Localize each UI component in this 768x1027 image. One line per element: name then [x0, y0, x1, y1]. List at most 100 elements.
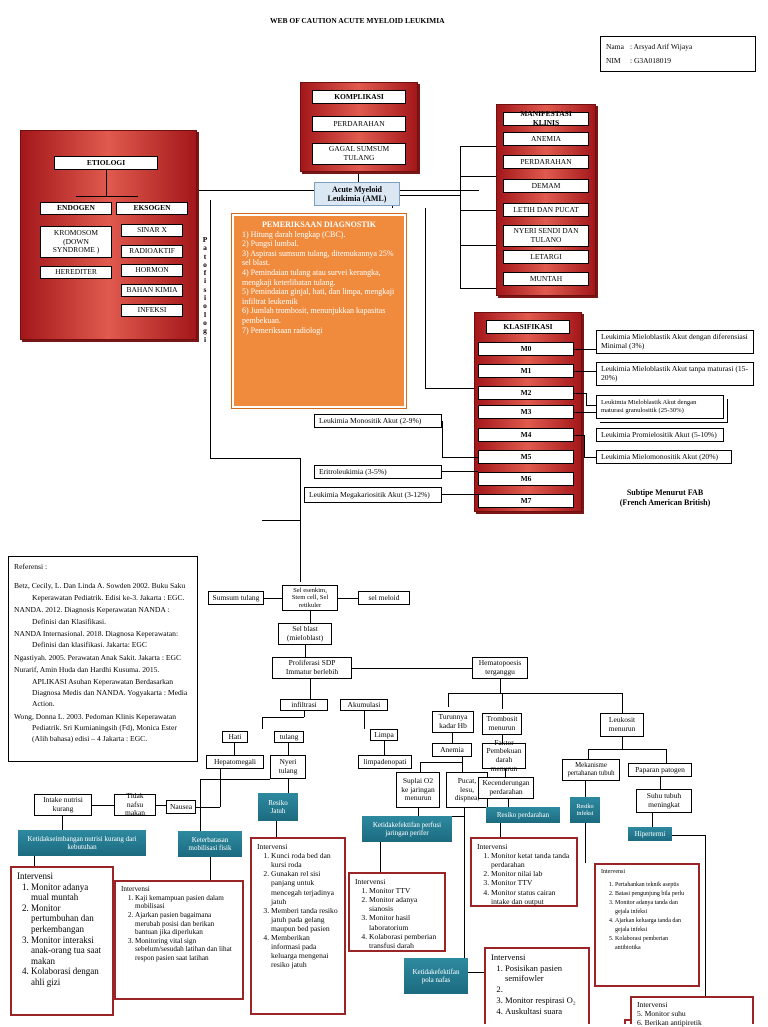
referensi-entry: Betz, Cecily, L. Dan Linda A. Sowden 200…	[14, 581, 186, 602]
hematopoesis-box: Hematopoesis terganggu	[472, 657, 528, 679]
pemeriksaan-item: 4) Pemindaian tulang atau survei kerangk…	[242, 267, 381, 287]
sumsum-tulang-box: Sumsum tulang	[208, 591, 264, 605]
pemeriksaan-diagnostik-box: PEMERIKSAAN DIAGNOSTIK 1) Hitung darah l…	[231, 213, 407, 409]
pemeriksaan-item: 5) Pemindaian ginjal, hati, dan limpa, m…	[242, 287, 395, 306]
komplikasi-item-gagal: GAGAL SUMSUM TULANG	[312, 143, 406, 165]
nausea-box: Nausea	[166, 800, 196, 814]
aml-center-box: Acute Myeloid Leukimia (AML)	[314, 182, 400, 206]
klasifikasi-m4: M4	[478, 428, 574, 442]
intervensi-perfusi: Intervensi Monitor TTV Monitor adanya si…	[348, 872, 446, 952]
tulang-box: tulang	[274, 731, 304, 743]
klasifikasi-m6-desc: Eritroleukimia (3-5%)	[314, 465, 442, 479]
proliferasi-box: Proliferasi SDP Immatur berlebih	[272, 657, 352, 679]
intervensi-perdarahan: Intervensi Monitor ketat tanda tanda per…	[470, 837, 578, 907]
subtipe-fab-label: Subtipe Menurut FAB(French American Brit…	[619, 488, 711, 507]
infiltrasi-box: infiltrasi	[280, 699, 328, 711]
intervensi-hipertermi-text: Intervensi 5. Monitor suhu 6. Berikan an…	[630, 996, 754, 1027]
name-value: : Arsyad Arif Wijaya	[630, 42, 693, 51]
intake-nutrisi-box: Intake nutrisi kurang	[34, 794, 92, 816]
klasifikasi-m3-desc: Leukimia Promielositik Akut (5-10%)	[596, 428, 724, 442]
diagnosis-hipertermi: Hipertermi	[628, 827, 672, 841]
trombosit-box: Trombosit menurun	[482, 713, 522, 735]
hepatomegali-box: Hepatomegali	[206, 755, 264, 769]
tidak-nafsu-box: Tidak nafsu makan	[114, 791, 156, 817]
nim-label: NIM	[606, 56, 621, 66]
pemeriksaan-header: PEMERIKSAAN DIAGNOSTIK	[261, 220, 376, 229]
referensi-entry: Ngastiyah. 2005. Perawatan Anak Sakit. J…	[14, 652, 182, 662]
diagnosis-perdarahan: Resiko perdarahan	[486, 807, 560, 823]
mekanisme-pertahanan-box: Mekanisme pertahanan tubuh	[562, 759, 620, 781]
kecenderungan-box: Kecenderungan perdarahan	[478, 777, 534, 799]
klasifikasi-m0-desc: Leukimia Mieloblastik Akut dengan difere…	[596, 330, 754, 354]
klasifikasi-m3: M3	[478, 405, 574, 419]
turunnya-hb-box: Turunnya kadar Hb	[432, 711, 474, 733]
diagnosis-mobilisasi: Keterbatasan mobilisasi fisik	[178, 831, 242, 857]
nyeri-tulang-box: Nyeri tulang	[270, 755, 306, 779]
faktor-pembekuan-box: Faktor Pembekuan darah menurun	[482, 738, 526, 772]
limpa-box: Limpa	[370, 729, 398, 741]
referensi-header: Referensi :	[14, 562, 48, 571]
intervensi-mobilisasi: Intervensi Kaji kemampuan pasien dalam m…	[114, 880, 244, 1000]
klasifikasi-m0: M0	[478, 342, 574, 356]
sel-blast-box: Sel blast (mieloblast)	[278, 623, 332, 645]
pemeriksaan-item: 7) Pemeriksaan radiologi	[242, 325, 323, 335]
manifestasi-anemia: ANEMIA	[503, 132, 589, 146]
sel-esensial-box: Sel esenkim, Stem cell, Sel retikuler	[282, 585, 338, 611]
aml-line-1: Acute Myeloid	[332, 184, 382, 194]
diagnosis-infeksi: Resiko infeksi	[570, 797, 600, 823]
diagnosis-perfusi: Ketidakefektifan perfusi jaringan perife…	[362, 816, 452, 842]
anemia-box: Anemia	[432, 743, 472, 757]
eksogen-infeksi: INFEKSI	[121, 304, 183, 317]
limpadenopati-box: limpadenopati	[358, 755, 412, 769]
eksogen-radioaktif: RADIOAKTIF	[121, 245, 183, 258]
manifestasi-muntah: MUNTAH	[503, 272, 589, 286]
endogen-label: ENDOGEN	[40, 202, 112, 215]
aml-line-2: Leukimia (AML)	[327, 194, 387, 203]
klasifikasi-m1-desc: Leukimia Mieloblastik Akut tanpa maturas…	[596, 362, 754, 386]
pemeriksaan-item: 2) Pungsi lumbal.	[242, 239, 299, 249]
pemeriksaan-item: 1) Hitung darah lengkap (CBC).	[242, 229, 346, 239]
intervensi-resiko-jatuh: Intervensi Kunci roda bed dan kursi roda…	[250, 837, 346, 1015]
referensi-entry: NANDA Internasional. 2018. Diagnosa Kepe…	[14, 628, 179, 650]
eksogen-bahan-kimia: BAHAN KIMIA	[121, 284, 183, 297]
klasifikasi-m5-desc: Leukimia Monositik Akut (2-9%)	[314, 414, 442, 428]
referensi-entry: NANDA. 2012. Diagnosis Keperawatan NANDA…	[14, 605, 170, 626]
klasifikasi-m1: M1	[478, 364, 574, 378]
intervensi-nutrisi: Intervensi Monitor adanya mual muntah Mo…	[10, 866, 114, 1016]
diagnosis-pola-nafas: Ketidakefektifan pola nafas	[404, 958, 468, 994]
manifestasi-letargi: LETARGI	[503, 250, 589, 264]
suhu-tubuh-box: Suhu tubuh meningkat	[636, 789, 692, 813]
manifestasi-demam: DEMAM	[503, 179, 589, 193]
klasifikasi-m7: M7	[478, 494, 574, 508]
eksogen-sinar-x: SINAR X	[121, 224, 183, 237]
intervensi-pola-nafas: Intervensi Posisikan pasien semifowler M…	[484, 947, 590, 1024]
referensi-entry: Wong, Donna L. 2003. Pedoman Klinis Kepe…	[14, 711, 177, 744]
eksogen-label: EKSOGEN	[116, 202, 188, 215]
sel-meloid-box: sel meloid	[358, 591, 410, 605]
page-title: WEB OF CAUTION ACUTE MYELOID LEUKIMIA	[270, 16, 445, 25]
paparan-patogen-box: Paparan patogen	[628, 763, 692, 777]
endogen-herediter: HEREDITER	[40, 266, 112, 279]
klasifikasi-m7-desc: Leukimia Megakariositik Akut (3-12%)	[304, 487, 442, 503]
manifestasi-perdarahan: PERDARAHAN	[503, 155, 589, 169]
komplikasi-item-perdarahan: PERDARAHAN	[312, 116, 406, 132]
intervensi-infeksi: Intervensi Pertahankan teknik aseptis Ba…	[594, 863, 700, 987]
manifestasi-header: MANIFESTASI KLINIS	[503, 110, 589, 127]
referensi-box: Referensi : Betz, Cecily, L. Dan Linda A…	[8, 556, 198, 762]
pemeriksaan-item: 6) Jumlah trombosit, menunjukkan kapasit…	[242, 306, 386, 325]
klasifikasi-m4-desc: Leukimia Mielomonositik Akut (20%)	[596, 450, 732, 464]
klasifikasi-m2-desc: Leukimia Mieloblastik Akut dengan matura…	[596, 395, 724, 419]
diagnosis-resiko-jatuh: Resiko Jatuh	[258, 793, 298, 821]
komplikasi-header: KOMPLIKASI	[312, 90, 406, 104]
hati-box: Hati	[222, 731, 248, 743]
manifestasi-nyeri-sendi: NYERI SENDI DAN TULANO	[503, 225, 589, 247]
endogen-kromosom: KROMOSOM (DOWN SYNDROME )	[40, 226, 112, 258]
suplai-o2-box: Suplai O2 ke jaringan menurun	[396, 772, 440, 808]
etiologi-header: ETIOLOGI	[54, 156, 158, 170]
referensi-entry: Nurarif, Amin Huda dan Hardhi Kusuma. 20…	[14, 665, 188, 709]
leukosit-box: Leukosit menurun	[600, 713, 644, 737]
identity-box: Nama: Arsyad Arif Wijaya NIM: G3A018019	[600, 36, 756, 72]
klasifikasi-m2: M2	[478, 386, 574, 400]
name-label: Nama	[606, 42, 624, 51]
